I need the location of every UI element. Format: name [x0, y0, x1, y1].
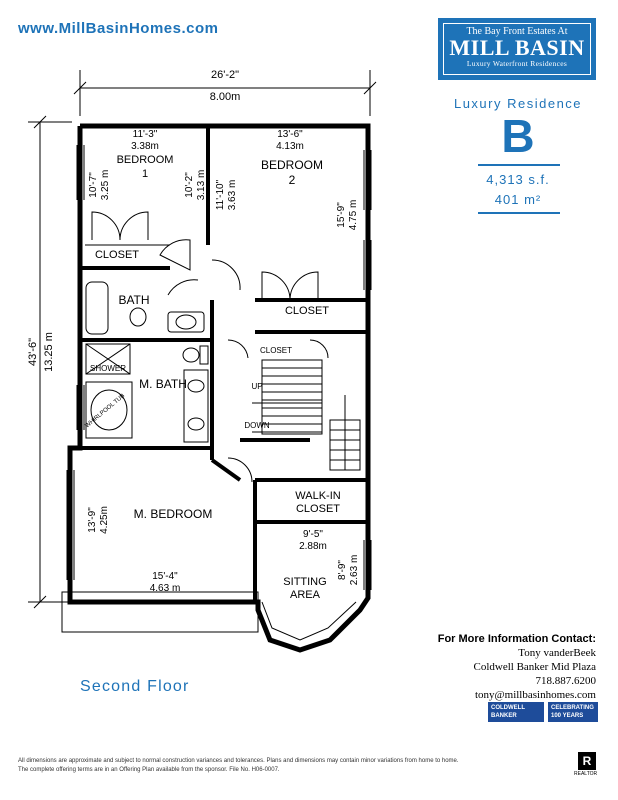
- shower-label: SHOWER: [90, 364, 126, 373]
- logo-subtitle: Luxury Waterfront Residences: [466, 59, 568, 68]
- sitting-area-label: AREA: [290, 589, 321, 601]
- realtor-label: REALTOR: [574, 771, 598, 777]
- closet-label: CLOSET: [285, 305, 329, 317]
- divider-rule: [478, 212, 560, 214]
- bedroom1-depth2-m: 3.13 m: [196, 170, 207, 201]
- celebrating-100-years-badge: CELEBRATING 100 YEARS: [548, 702, 598, 722]
- contact-block: For More Information Contact: Tony vande…: [438, 632, 596, 702]
- logo-title: MILL BASIN: [449, 35, 585, 60]
- residence-letter: B: [501, 110, 535, 162]
- bedroom1-depth2-ft: 10'-2": [184, 172, 195, 198]
- bedroom2-width-m: 4.13m: [276, 141, 304, 152]
- bedroom2-depth-ft: 11'-10": [215, 179, 226, 210]
- closet-label: CLOSET: [95, 249, 139, 261]
- contact-name: Tony vanderBeek: [518, 647, 596, 659]
- overall-width-ft: 26'-2": [211, 69, 239, 81]
- bedroom2-depth-m: 3.63 m: [227, 180, 238, 211]
- bedroom2-width-ft: 13'-6": [277, 129, 303, 140]
- disclaimer-line: All dimensions are approximate and subje…: [18, 758, 459, 764]
- bedroom2-depth2-m: 4.75 m: [348, 200, 359, 231]
- celebrating-100-years-badge-line1: CELEBRATING: [551, 705, 594, 711]
- sitting-depth-ft: 8'-9": [337, 560, 348, 580]
- realtor-icon: R: [578, 752, 596, 770]
- sitting-area-name: SITTING: [283, 576, 326, 588]
- stairs-up-label: UP: [251, 382, 262, 391]
- bedroom1-number: 1: [142, 168, 148, 180]
- bedroom1-name: BEDROOM: [117, 154, 174, 166]
- master-bedroom-width-m: 4.63 m: [150, 583, 181, 594]
- sitting-width-ft: 9'-5": [303, 529, 323, 540]
- divider-rule: [478, 164, 560, 166]
- logo-tagline: The Bay Front Estates At: [466, 26, 568, 37]
- coldwell-banker-logo: COLDWELL BANKER: [488, 702, 544, 722]
- master-bedroom-depth-ft: 13'-9": [87, 507, 98, 533]
- disclaimer: All dimensions are approximate and subje…: [18, 757, 558, 775]
- website-url[interactable]: www.MillBasinHomes.com: [18, 20, 219, 37]
- bedroom1-depth-m: 3.25 m: [100, 170, 111, 201]
- overall-depth-m: 13.25 m: [43, 332, 55, 372]
- bedroom2-number: 2: [289, 173, 296, 187]
- disclaimer-line: The complete offering terms are in an Of…: [18, 767, 280, 773]
- master-bath-label: M. BATH: [139, 377, 187, 391]
- contact-phone[interactable]: 718.887.6200: [535, 675, 597, 687]
- contact-company: Coldwell Banker Mid Plaza: [473, 661, 596, 673]
- bedroom1-depth-ft: 10'-7": [88, 172, 99, 198]
- mill-basin-logo: The Bay Front Estates At MILL BASIN Luxu…: [438, 18, 596, 80]
- bedroom1-width-ft: 11'-3": [133, 129, 158, 140]
- contact-heading: For More Information Contact:: [437, 633, 596, 645]
- floor-title: Second Floor: [80, 678, 190, 695]
- closet-label: CLOSET: [260, 346, 292, 355]
- master-bedroom-depth-m: 4.25m: [99, 506, 110, 534]
- walk-in-closet-name: WALK-IN: [295, 490, 340, 502]
- overall-width-m: 8.00m: [210, 91, 241, 103]
- bedroom2-name: BEDROOM: [261, 158, 323, 172]
- coldwell-banker-logo-line2: BANKER: [491, 713, 517, 719]
- celebrating-100-years-badge-line2: 100 YEARS: [551, 713, 584, 719]
- overall-depth-ft: 43'-6": [27, 338, 39, 366]
- master-bedroom-name: M. BEDROOM: [134, 507, 213, 521]
- walk-in-closet-label: CLOSET: [296, 503, 340, 515]
- bedroom2-depth2-ft: 15'-9": [336, 202, 347, 228]
- square-meters: 401 m²: [494, 192, 542, 207]
- bedroom1-width-m: 3.38m: [131, 141, 159, 152]
- contact-email[interactable]: tony@millbasinhomes.com: [474, 689, 596, 701]
- coldwell-banker-logo-line1: COLDWELL: [491, 705, 525, 711]
- bath-label: BATH: [118, 293, 149, 307]
- sitting-width-m: 2.88m: [299, 541, 327, 552]
- residence-label: Luxury Residence: [453, 96, 583, 111]
- master-bedroom-width-ft: 15'-4": [152, 571, 178, 582]
- sitting-depth-m: 2.63 m: [349, 555, 360, 586]
- square-feet: 4,313 s.f.: [486, 172, 550, 187]
- stairs-down-label: DOWN: [244, 421, 270, 430]
